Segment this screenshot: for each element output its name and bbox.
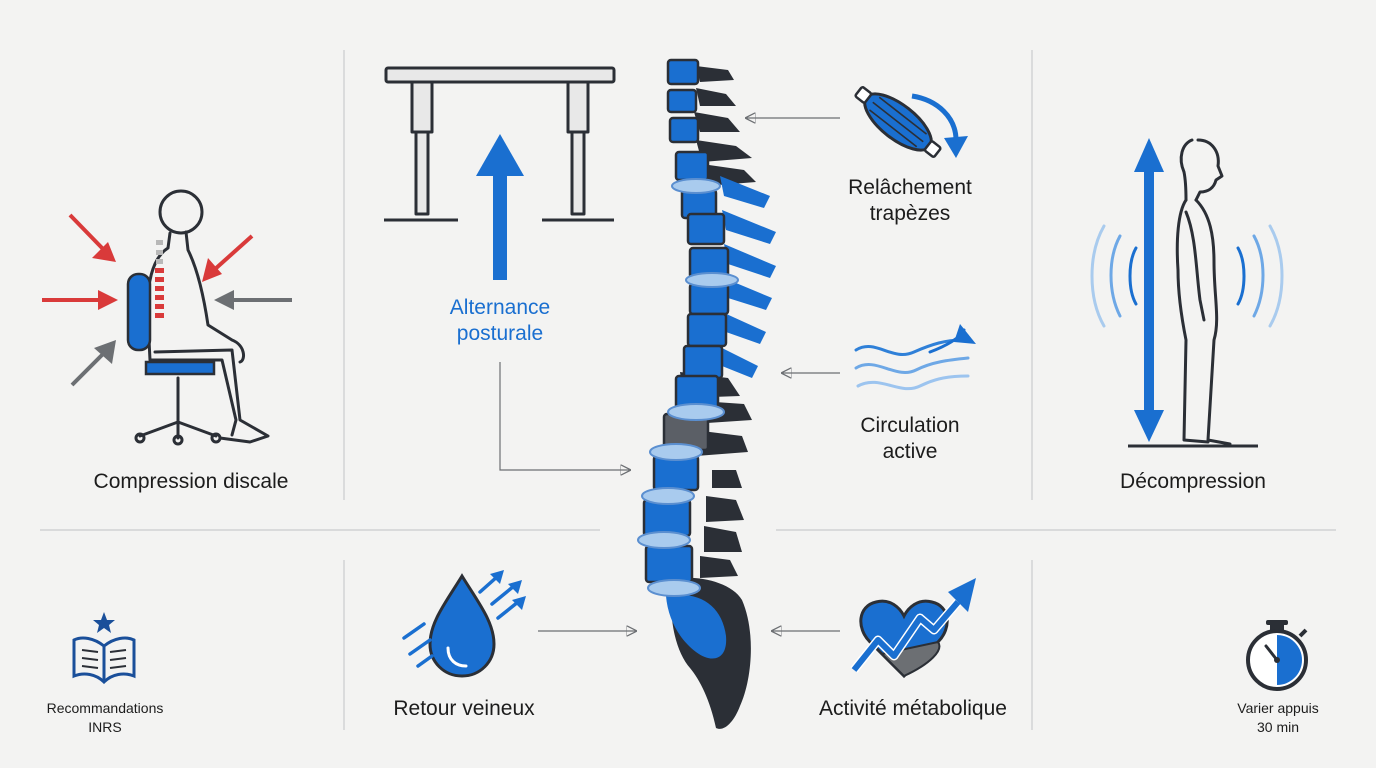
stopwatch-icon xyxy=(1246,620,1308,691)
standing-person-icon xyxy=(1090,138,1284,448)
compression-arrows-icon xyxy=(42,213,292,387)
airflow-arrowhead xyxy=(954,324,976,344)
label-retour-veineux: Retour veineux xyxy=(393,697,535,720)
grid-dividers xyxy=(40,50,1336,730)
label-circulation-line2: active xyxy=(882,440,938,463)
label-inrs-line2: INRS xyxy=(88,719,122,735)
label-recommandations-inrs: Recommandations INRS xyxy=(20,699,190,737)
label-relachement-line1: Relâchement xyxy=(848,176,972,199)
connector-arrows xyxy=(499,118,840,631)
airflow-icon xyxy=(854,328,970,391)
label-relachement-trapezes: Relâchement trapèzes xyxy=(820,175,1000,227)
seated-person-icon xyxy=(126,189,270,446)
label-circulation-line1: Circulation xyxy=(860,414,960,437)
up-arrow-icon xyxy=(476,134,524,280)
label-alternance-posturale: Alternance posturale xyxy=(420,295,580,347)
standing-desk-icon xyxy=(384,66,616,222)
label-decompression: Décompression xyxy=(1120,470,1266,493)
water-drop-icon xyxy=(402,570,526,678)
trapezius-muscle-icon xyxy=(854,86,968,158)
label-varier-appuis: Varier appuis 30 min xyxy=(1208,699,1348,737)
label-activite-metabolique: Activité métabolique xyxy=(819,697,1007,720)
label-inrs-line1: Recommandations xyxy=(46,700,164,716)
label-appuis-line2: 30 min xyxy=(1256,719,1300,735)
open-book-icon xyxy=(72,612,136,685)
label-circulation-active: Circulation active xyxy=(820,413,1000,465)
heart-rate-icon xyxy=(850,578,976,679)
label-alternance-line1: Alternance xyxy=(449,296,551,319)
spine-icon xyxy=(637,58,776,729)
label-alternance-line2: posturale xyxy=(456,322,544,345)
label-appuis-line1: Varier appuis xyxy=(1237,700,1319,716)
label-relachement-line2: trapèzes xyxy=(869,202,951,225)
label-compression-discale: Compression discale xyxy=(93,470,289,493)
